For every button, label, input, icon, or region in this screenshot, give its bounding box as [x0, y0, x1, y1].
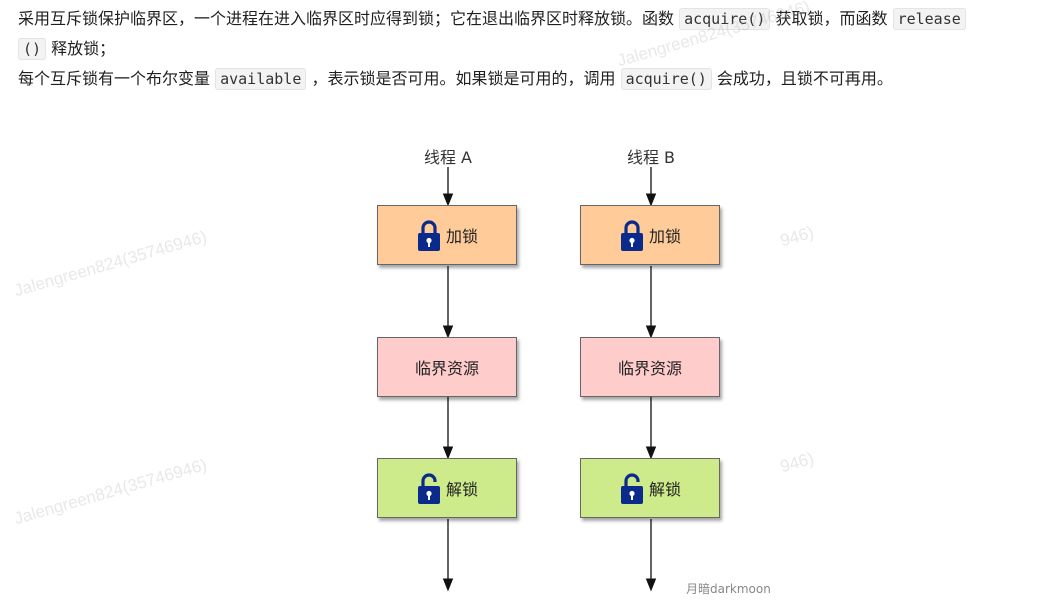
step-label: 临界资源 — [617, 359, 682, 378]
thread-b-label: 线程 B — [626, 148, 676, 167]
code-acquire: acquire() — [679, 8, 771, 30]
author-signature: 月暗darkmoon — [686, 582, 771, 596]
thread-a-unlock-step: 解锁 — [377, 458, 517, 518]
lock-closed-icon — [620, 220, 643, 251]
thread-b-lock-step: 加锁 — [580, 205, 720, 265]
step-label: 加锁 — [648, 227, 681, 246]
thread-a-label: 线程 A — [423, 148, 473, 167]
step-label: 解锁 — [445, 480, 478, 499]
paragraph-available: 每个互斥锁有一个布尔变量 available ，表示锁是否可用。如果锁是可用的，… — [18, 68, 893, 90]
paragraph-mutex-intro: 采用互斥锁保护临界区，一个进程在进入临界区时应得到锁；它在退出临界区时释放锁。函… — [18, 4, 1054, 34]
step-label: 加锁 — [445, 227, 478, 246]
code-release: release — [892, 8, 966, 30]
code-acquire-2: acquire() — [620, 68, 712, 90]
lock-open-icon — [417, 473, 440, 504]
paragraph-mutex-intro-cont: () 释放锁； — [18, 34, 1054, 64]
code-available: available — [215, 68, 307, 90]
lock-open-icon — [620, 473, 643, 504]
step-label: 临界资源 — [414, 359, 479, 378]
code-release-parens: () — [18, 38, 47, 60]
thread-b-unlock-step: 解锁 — [580, 458, 720, 518]
thread-b-critical-step: 临界资源 — [580, 337, 720, 397]
thread-a-critical-step: 临界资源 — [377, 337, 517, 397]
lock-closed-icon — [417, 220, 440, 251]
step-label: 解锁 — [648, 480, 681, 499]
thread-a-lock-step: 加锁 — [377, 205, 517, 265]
